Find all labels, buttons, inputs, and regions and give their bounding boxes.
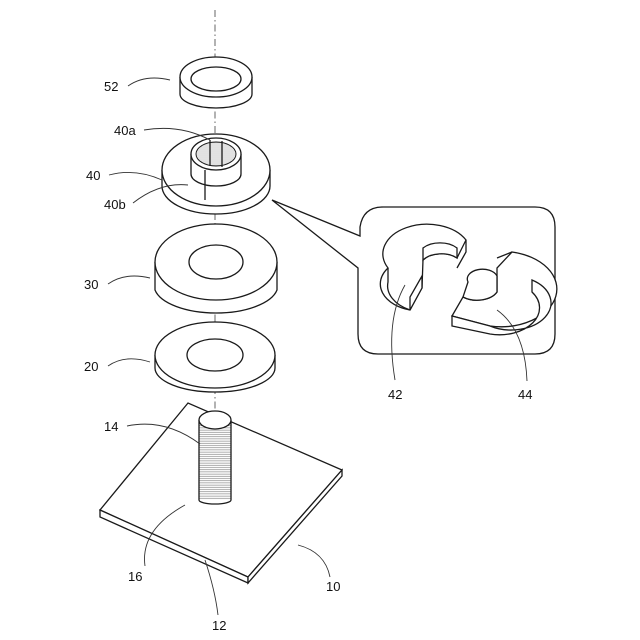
label-16: 16 bbox=[128, 569, 142, 584]
leader-30 bbox=[108, 276, 150, 284]
label-20: 20 bbox=[84, 359, 98, 374]
ring-30 bbox=[155, 224, 277, 313]
label-40: 40 bbox=[86, 168, 100, 183]
label-40a: 40a bbox=[114, 123, 136, 138]
label-10: 10 bbox=[326, 579, 340, 594]
leader-52 bbox=[128, 78, 170, 86]
label-12: 12 bbox=[212, 618, 226, 633]
leader-10 bbox=[298, 545, 330, 577]
label-30: 30 bbox=[84, 277, 98, 292]
washer-20 bbox=[155, 322, 275, 392]
label-44: 44 bbox=[518, 387, 532, 402]
label-42: 42 bbox=[388, 387, 402, 402]
collar-40 bbox=[162, 134, 270, 214]
threaded-stud bbox=[199, 411, 231, 504]
leader-40 bbox=[109, 172, 162, 180]
label-52: 52 bbox=[104, 79, 118, 94]
cap-52 bbox=[180, 57, 252, 108]
label-14: 14 bbox=[104, 419, 118, 434]
label-40b: 40b bbox=[104, 197, 126, 212]
leader-20 bbox=[108, 359, 150, 366]
